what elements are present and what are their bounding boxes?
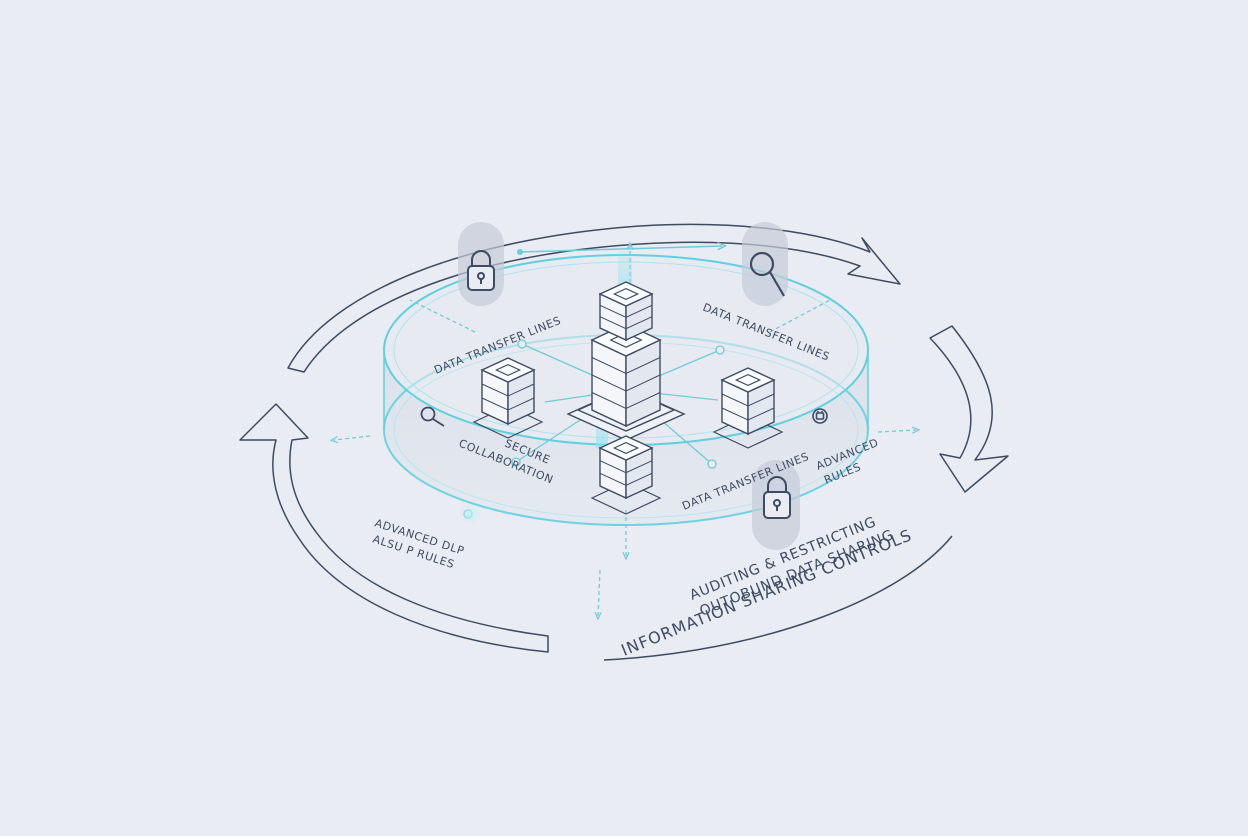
padlock-icon	[467, 250, 495, 291]
cycle-arrow-left	[239, 403, 549, 653]
server-stack-icon	[598, 435, 654, 500]
server-stack-icon	[480, 357, 536, 426]
cycle-arrow-right	[929, 325, 1009, 493]
server-stack-icon	[720, 367, 776, 436]
server-stack-icon	[598, 281, 654, 342]
padlock-icon	[763, 476, 791, 519]
magnifier-icon	[749, 251, 785, 297]
server-stacks	[472, 281, 784, 515]
server-stack-icon	[590, 323, 662, 428]
cycle-arc-bottom	[603, 535, 953, 661]
magnifier-icon	[420, 406, 445, 427]
plug-icon	[812, 408, 828, 424]
